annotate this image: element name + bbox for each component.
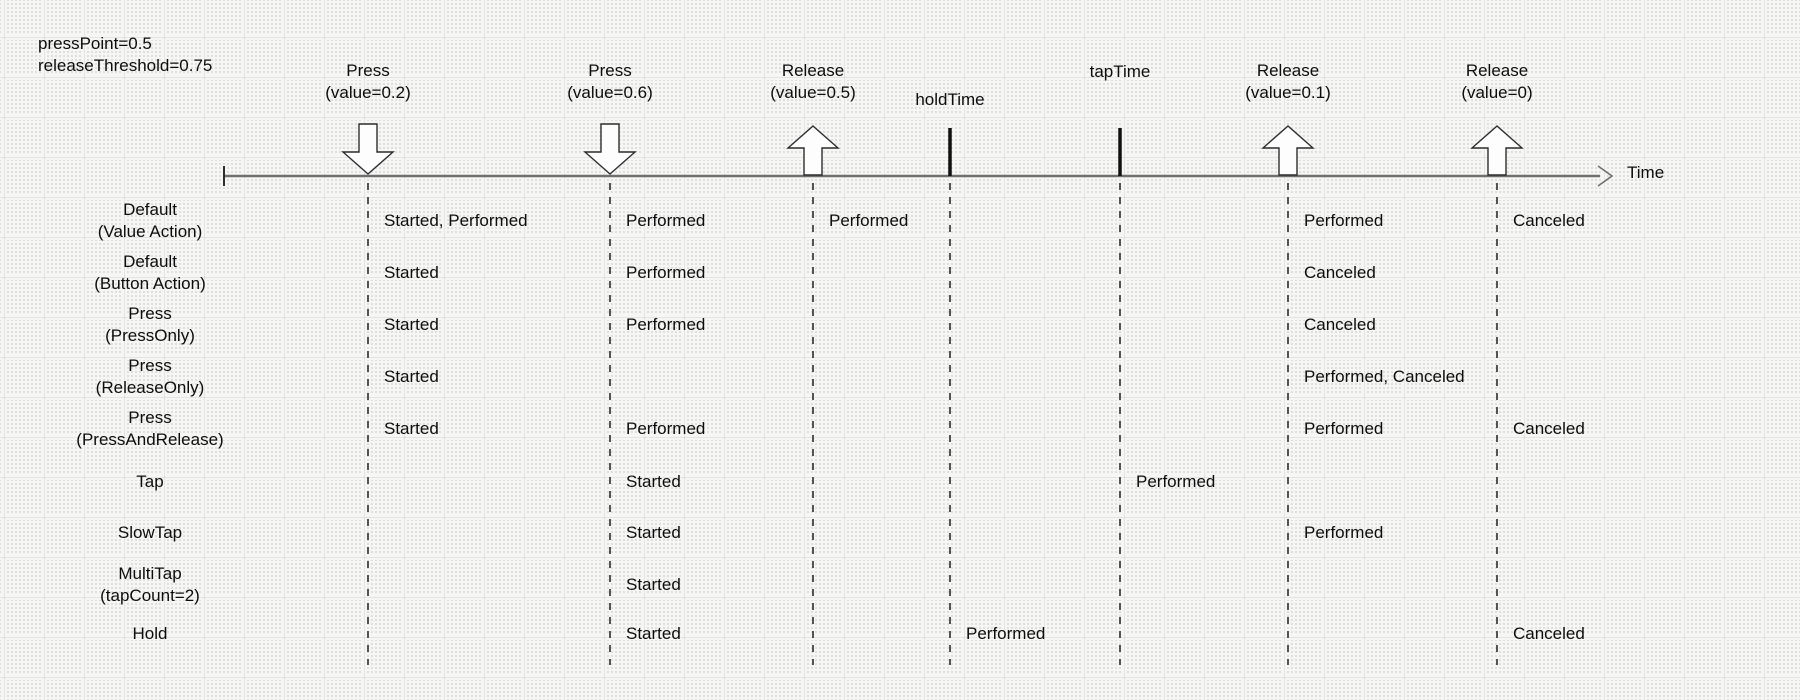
row-label-line: (Value Action) [97,222,203,241]
phase-cell-default-value-action-press-value-0.6: Performed [626,211,706,230]
phase-cell-press-release-only-press-value-0.2: Started [384,367,439,386]
phase-cell-tap-press-value-0.6: Started [626,472,681,491]
phase-cell-default-button-action-press-value-0.2: Started [384,263,439,282]
event-label-tap-time: tapTime [1010,61,1230,83]
row-label-slow-tap: SlowTap [20,522,280,544]
event-label-line: Release [1256,61,1320,80]
release-arrow-up-icon [1470,125,1524,176]
row-label-line: (tapCount=2) [100,586,200,605]
row-label-line: Tap [136,472,164,491]
row-label-line: (ReleaseOnly) [95,378,205,397]
row-label-line: SlowTap [117,523,183,542]
event-label-line: Release [781,61,845,80]
phase-cell-press-press-and-release-press-value-0.2: Started [384,419,439,438]
event-label-press-value-0.2: Press (value=0.2) [258,60,478,104]
event-label-release-value-0.1: Release (value=0.1) [1178,60,1398,104]
row-label-press-press-and-release: Press (PressAndRelease) [20,407,280,451]
event-label-line: holdTime [915,90,985,109]
event-label-line: Press [346,61,390,80]
row-label-line: Default [123,252,177,271]
phase-cell-default-value-action-release-value-0.5: Performed [829,211,909,230]
phase-cell-slow-tap-release-value-0.1: Performed [1304,523,1384,542]
phase-cell-press-press-and-release-press-value-0.6: Performed [626,419,706,438]
phase-cell-press-press-only-press-value-0.6: Performed [626,315,706,334]
phase-cell-default-button-action-press-value-0.6: Performed [626,263,706,282]
time-axis-label: Time [1627,163,1665,182]
event-label-line: (value=0.6) [567,83,653,102]
row-label-line: MultiTap [118,564,182,583]
row-label-line: Hold [132,624,168,643]
phase-cell-hold-hold-time: Performed [966,624,1046,643]
event-label-line: (value=0.5) [770,83,856,102]
phase-cell-tap-tap-time: Performed [1136,472,1216,491]
row-label-hold: Hold [20,623,280,645]
parameters-note: pressPoint=0.5 releaseThreshold=0.75 [38,33,212,77]
event-label-line: (value=0.2) [325,83,411,102]
phase-cell-hold-release-value-0: Canceled [1513,624,1585,643]
row-label-line: Press [128,356,172,375]
row-label-tap: Tap [20,471,280,493]
event-label-line: tapTime [1089,62,1151,81]
row-label-default-value-action: Default (Value Action) [20,199,280,243]
row-label-line: Press [128,408,172,427]
event-label-release-value-0: Release (value=0) [1387,60,1607,104]
event-label-release-value-0.5: Release (value=0.5) [703,60,923,104]
row-label-multi-tap: MultiTap (tapCount=2) [20,563,280,607]
release-arrow-up-icon [1261,125,1315,176]
press-point-param: pressPoint=0.5 [38,34,152,53]
press-arrow-down-icon [583,123,637,175]
event-label-hold-time: holdTime [840,89,1060,111]
phase-cell-default-value-action-release-value-0.1: Performed [1304,211,1384,230]
phase-cell-slow-tap-press-value-0.6: Started [626,523,681,542]
row-label-line: (PressOnly) [105,326,195,345]
release-threshold-param: releaseThreshold=0.75 [38,56,213,75]
row-label-press-release-only: Press (ReleaseOnly) [20,355,280,399]
phase-cell-default-value-action-press-value-0.2: Started, Performed [384,211,528,230]
event-label-line: (value=0) [1461,83,1533,102]
event-label-press-value-0.6: Press (value=0.6) [500,60,720,104]
phase-cell-press-press-and-release-release-value-0: Canceled [1513,419,1585,438]
phase-cell-default-button-action-release-value-0.1: Canceled [1304,263,1376,282]
row-label-line: Default [123,200,177,219]
row-label-press-press-only: Press (PressOnly) [20,303,280,347]
phase-cell-hold-press-value-0.6: Started [626,624,681,643]
row-label-default-button-action: Default (Button Action) [20,251,280,295]
release-arrow-up-icon [786,125,840,176]
event-label-line: Press [588,61,632,80]
phase-cell-press-press-only-press-value-0.2: Started [384,315,439,334]
event-label-line: Release [1465,61,1529,80]
row-label-line: Press [128,304,172,323]
phase-cell-default-value-action-release-value-0: Canceled [1513,211,1585,230]
event-label-line: (value=0.1) [1245,83,1331,102]
press-arrow-down-icon [341,123,395,175]
row-label-line: (PressAndRelease) [76,430,224,449]
phase-cell-multi-tap-press-value-0.6: Started [626,575,681,594]
row-label-line: (Button Action) [94,274,206,293]
time-axis-arrowhead-icon [1597,165,1614,187]
phase-cell-press-press-only-release-value-0.1: Canceled [1304,315,1376,334]
phase-cell-press-release-only-release-value-0.1: Performed, Canceled [1304,367,1465,386]
phase-cell-press-press-and-release-release-value-0.1: Performed [1304,419,1384,438]
